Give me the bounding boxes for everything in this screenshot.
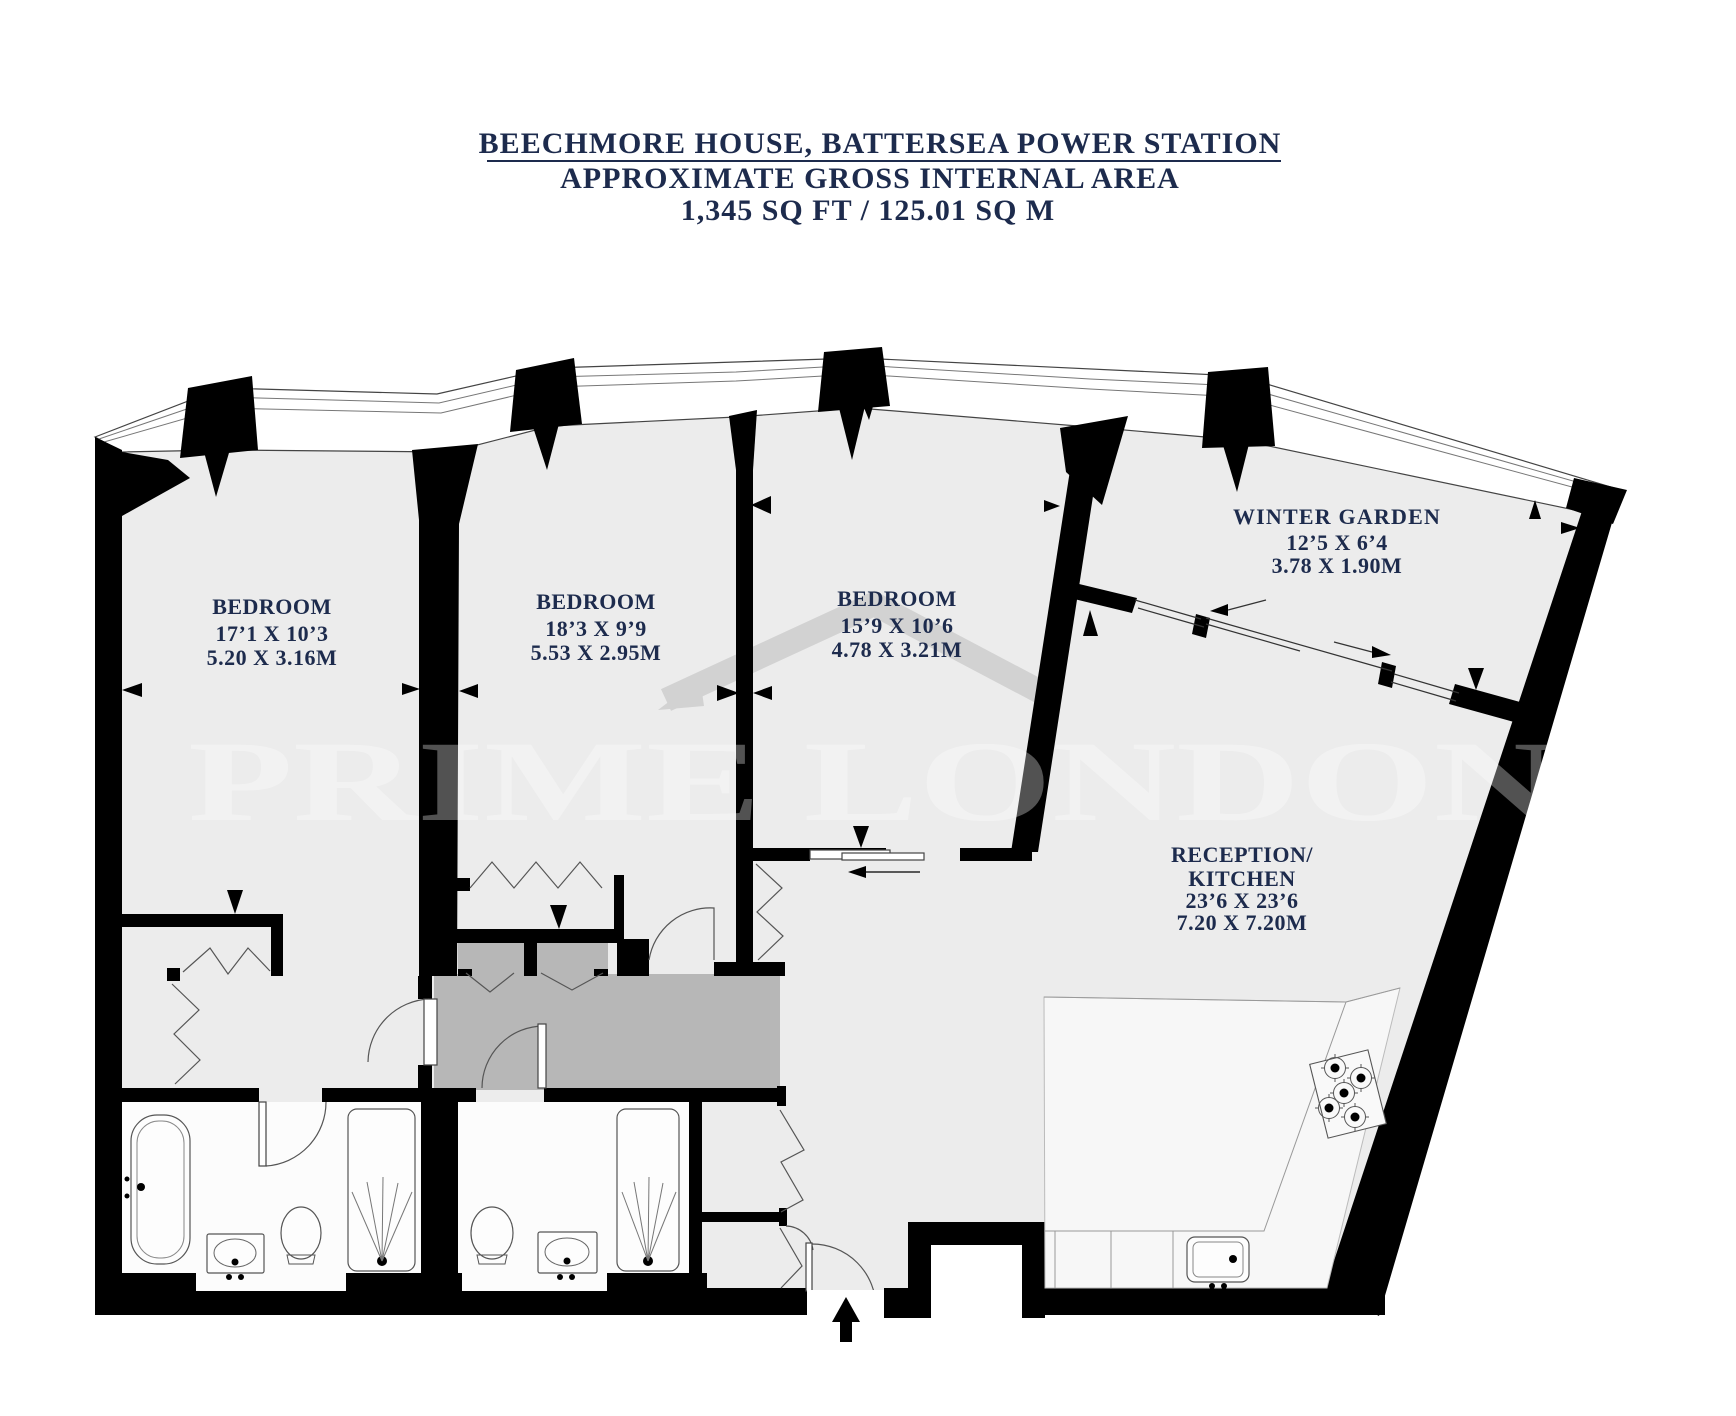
svg-text:3.78 X 1.90M: 3.78 X 1.90M <box>1272 553 1403 578</box>
svg-text:4.78 X 3.21M: 4.78 X 3.21M <box>832 637 963 662</box>
svg-text:7.20 X 7.20M: 7.20 X 7.20M <box>1177 910 1308 935</box>
svg-text:BEDROOM: BEDROOM <box>212 594 332 619</box>
svg-text:BEDROOM: BEDROOM <box>837 586 957 611</box>
svg-text:APPROXIMATE GROSS INTERNAL ARE: APPROXIMATE GROSS INTERNAL AREA <box>560 162 1180 195</box>
svg-text:18’3 X 9’9: 18’3 X 9’9 <box>545 616 647 641</box>
svg-text:5.20 X 3.16M: 5.20 X 3.16M <box>207 645 338 670</box>
svg-text:BEDROOM: BEDROOM <box>536 589 656 614</box>
svg-text:1,345 SQ FT / 125.01 SQ M: 1,345 SQ FT / 125.01 SQ M <box>681 194 1055 227</box>
svg-text:5.53 X 2.95M: 5.53 X 2.95M <box>531 640 662 665</box>
svg-text:12’5 X 6’4: 12’5 X 6’4 <box>1286 530 1388 555</box>
svg-text:15’9 X 10’6: 15’9 X 10’6 <box>840 613 953 638</box>
svg-text:RECEPTION/: RECEPTION/ <box>1171 842 1313 867</box>
svg-text:KITCHEN: KITCHEN <box>1188 866 1295 891</box>
svg-text:PRIME LONDON: PRIME LONDON <box>188 718 1558 845</box>
svg-text:23’6 X 23’6: 23’6 X 23’6 <box>1185 888 1298 913</box>
svg-text:17’1 X 10’3: 17’1 X 10’3 <box>215 621 328 646</box>
svg-text:WINTER GARDEN: WINTER GARDEN <box>1233 504 1441 529</box>
svg-text:BEECHMORE HOUSE, BATTERSEA POW: BEECHMORE HOUSE, BATTERSEA POWER STATION <box>479 127 1282 160</box>
